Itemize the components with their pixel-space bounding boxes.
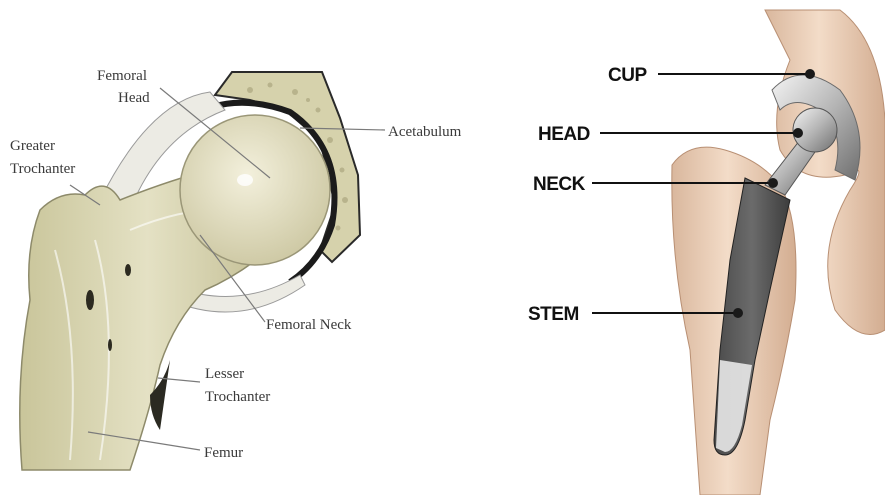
label-acetabulum: Acetabulum xyxy=(388,124,462,140)
label-greater-trochanter: Greater Trochanter xyxy=(10,138,75,177)
label-lesser-trochanter: Lesser Trochanter xyxy=(205,366,270,405)
head-marker xyxy=(793,128,803,138)
implant-illustration: CUP HEAD NECK STEM xyxy=(528,10,885,495)
neck-marker xyxy=(768,178,778,188)
cup-marker xyxy=(805,69,815,79)
label-stem: STEM xyxy=(528,304,579,325)
femoral-head-shape xyxy=(180,115,330,265)
label-femoral-head: Femoral Head xyxy=(97,68,151,106)
label-femur: Femur xyxy=(204,445,243,461)
label-femoral-neck: Femoral Neck xyxy=(266,317,352,333)
label-neck: NECK xyxy=(533,174,586,195)
anatomy-illustration: Femoral Head Acetabulum Greater Trochant… xyxy=(10,68,462,470)
label-cup: CUP xyxy=(608,65,647,86)
label-head: HEAD xyxy=(538,124,590,145)
stem-marker xyxy=(733,308,743,318)
